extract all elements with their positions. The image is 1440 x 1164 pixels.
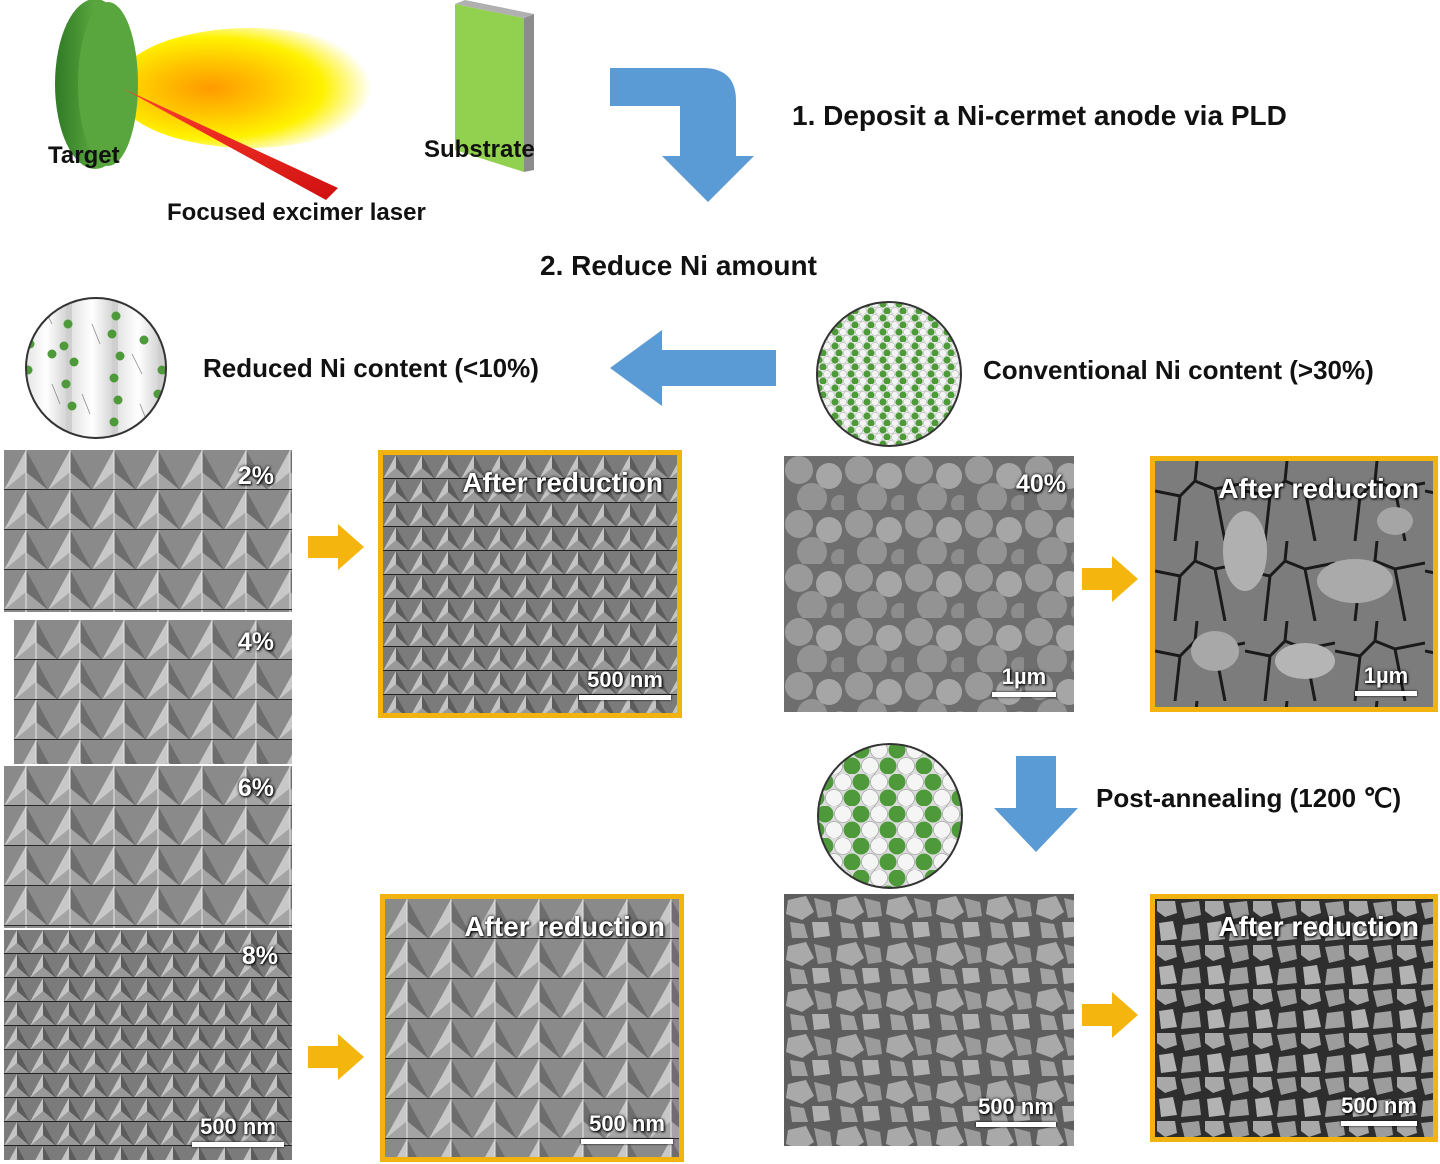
laser-label: Focused excimer laser xyxy=(167,199,426,226)
after-reduction-label: After reduction xyxy=(1218,473,1419,504)
sem-2pct-label: 2% xyxy=(237,462,274,490)
substrate-label: Substrate xyxy=(424,136,535,163)
annealed-ni-schematic xyxy=(817,743,963,889)
sem-40pct-label: 40% xyxy=(1016,470,1067,498)
sem-image-annealed: 500 nm xyxy=(784,894,1074,1146)
sem-image-2pct: 2% xyxy=(4,450,292,612)
scale-bar-1um: 1µm xyxy=(1355,663,1417,696)
sem-8pct-label: 8% xyxy=(241,942,278,970)
sem-after-reduction-annealed: After reduction 500 nm xyxy=(1150,894,1438,1142)
blue-turn-arrow-icon xyxy=(610,68,754,202)
after-reduction-label: After reduction xyxy=(464,911,665,942)
orange-right-arrow-icon xyxy=(308,524,364,570)
sem-after-reduction-40pct: After reduction 1µm xyxy=(1150,456,1438,712)
sem-image-6pct: 6% xyxy=(4,766,292,928)
sem-after-reduction-8pct: After reduction 500 nm xyxy=(380,894,684,1162)
orange-right-arrow-icon xyxy=(1082,556,1138,602)
scale-bar-500nm: 500 nm xyxy=(579,667,671,700)
substrate-plate xyxy=(455,4,524,172)
conventional-ni-label: Conventional Ni content (>30%) xyxy=(983,355,1374,385)
sem-after-reduction-2pct: After reduction 500 nm xyxy=(378,450,682,718)
blue-left-arrow-icon xyxy=(610,330,776,406)
sem-image-40pct: 40% 1µm xyxy=(784,456,1074,712)
step1-text: 1. Deposit a Ni-cermet anode via PLD xyxy=(792,100,1287,131)
orange-right-arrow-icon xyxy=(308,1034,364,1080)
sem-6pct-label: 6% xyxy=(237,774,274,802)
after-reduction-label: After reduction xyxy=(462,467,663,498)
pld-schematic xyxy=(55,0,534,200)
plume-shape xyxy=(115,28,385,148)
scale-bar-label: 1µm xyxy=(1363,663,1409,688)
after-reduction-label: After reduction xyxy=(1218,911,1419,942)
scale-bar-label: 1µm xyxy=(1001,664,1047,689)
scale-bar-label: 500 nm xyxy=(200,1114,276,1139)
scale-bar-label: 500 nm xyxy=(978,1094,1054,1119)
orange-right-arrow-icon xyxy=(1082,992,1138,1038)
scale-bar-1um: 1µm xyxy=(992,664,1056,697)
scale-bar-500nm: 500 nm xyxy=(581,1111,673,1144)
scale-bar-label: 500 nm xyxy=(589,1111,665,1136)
reduced-ni-label: Reduced Ni content (<10%) xyxy=(203,353,539,383)
scale-bar-500nm: 500 nm xyxy=(1341,1093,1417,1126)
post-annealing-label: Post-annealing (1200 ℃) xyxy=(1096,783,1402,813)
scale-bar-label: 500 nm xyxy=(587,667,663,692)
reduced-ni-schematic xyxy=(25,297,167,439)
step2-text: 2. Reduce Ni amount xyxy=(540,250,817,281)
scale-bar-500nm: 500 nm xyxy=(192,1114,284,1147)
scale-bar-500nm: 500 nm xyxy=(976,1094,1056,1127)
conventional-ni-schematic xyxy=(816,301,962,447)
sem-image-8pct: 8% 500 nm xyxy=(4,930,292,1160)
blue-down-arrow-icon xyxy=(994,756,1078,852)
laser-beam xyxy=(122,88,338,200)
scale-bar-label: 500 nm xyxy=(1341,1093,1417,1118)
sem-image-4pct: 4% xyxy=(4,614,292,764)
sem-4pct-label: 4% xyxy=(237,628,274,656)
target-label: Target xyxy=(48,142,120,169)
